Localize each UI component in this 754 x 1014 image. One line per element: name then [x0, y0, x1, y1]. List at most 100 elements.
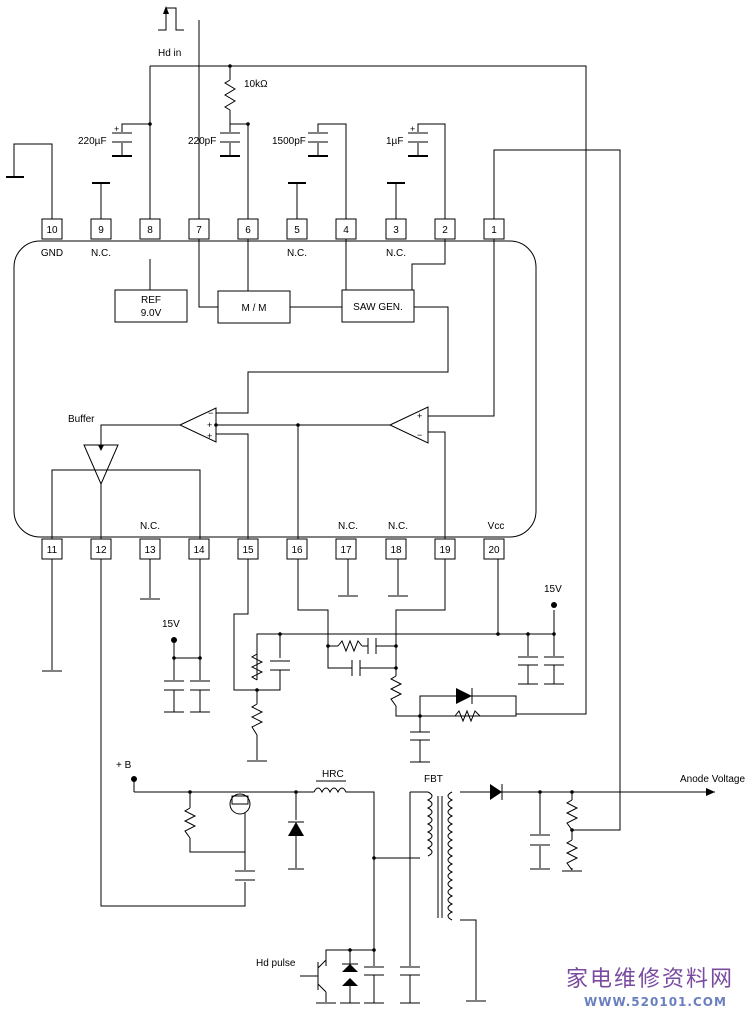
top-external-wiring [13, 20, 621, 831]
tuning-capacitors [316, 966, 486, 1004]
plus-sign-icon: + [207, 420, 212, 430]
pin-number: 14 [193, 545, 205, 556]
pin-number: 13 [144, 545, 156, 556]
pin-label: N.C. [386, 248, 406, 259]
watermark-title: 家电维修资料网 [566, 967, 734, 992]
watermark-url: WWW.520101.COM [584, 995, 727, 1009]
pin-number: 17 [340, 545, 352, 556]
pin-number: 15 [242, 545, 254, 556]
pin-number: 3 [393, 225, 399, 236]
top-capacitors [112, 132, 428, 143]
pin-number: 10 [46, 225, 58, 236]
pin-label: N.C. [140, 521, 160, 532]
pin-number: 1 [491, 225, 497, 236]
plus-sign-icon: + [410, 124, 415, 134]
fbt-label: FBT [424, 774, 443, 785]
bottom-capacitors [164, 638, 564, 741]
minus-sign-icon: − [417, 430, 422, 440]
pin-number: 18 [390, 545, 402, 556]
pin-17 [335, 538, 357, 560]
tuning-leads [349, 975, 411, 1003]
pin-label: GND [41, 248, 63, 259]
relay-icon [229, 793, 251, 815]
resistor-10k [224, 79, 236, 111]
divider-resistor [565, 799, 579, 831]
saw-gen-block: SAW GEN. [341, 289, 415, 323]
supply-terminal [551, 602, 557, 608]
bottom-external-wiring [51, 559, 555, 907]
bottom-ground-leads [173, 665, 555, 762]
buffer-label: Buffer [68, 414, 95, 425]
cap-label-1500p: 1500pF [272, 136, 306, 147]
junction-dot [246, 122, 250, 126]
supply-label: 15V [162, 619, 180, 630]
resistor [183, 807, 197, 839]
bottom-resistors [250, 639, 481, 736]
plus-sign-icon: + [417, 411, 422, 421]
hd-in-label: Hd in [158, 48, 181, 59]
pin-number: 7 [196, 225, 202, 236]
saw-gen-label: SAW GEN. [353, 302, 403, 313]
ground-symbols [6, 155, 428, 184]
hrc-label: HRC [322, 769, 344, 780]
hv-capacitor [530, 834, 550, 870]
arrow-icon [163, 6, 169, 14]
fbt-secondary [447, 791, 454, 921]
ref-block: REF 9.0V [114, 289, 188, 323]
pin-number: 4 [343, 225, 349, 236]
pin-label: N.C. [91, 248, 111, 259]
ic-body [13, 240, 537, 538]
divider-resistor [565, 839, 579, 871]
amplifier-right [388, 406, 429, 444]
pin-number: 19 [439, 545, 451, 556]
hd-pulse-label: Hd pulse [256, 958, 296, 969]
diode-icon [342, 964, 358, 972]
cap-label-1u: 1µF [386, 136, 403, 147]
resistor-label: 10kΩ [244, 79, 268, 90]
pin-number: 5 [294, 225, 300, 236]
diode-icon [342, 978, 358, 986]
bottom-pins: 11 12 13 14 15 16 17 18 19 20 N.C. N.C. … [41, 521, 505, 560]
arrow-icon [706, 788, 715, 796]
plus-sign-icon: + [114, 124, 119, 134]
pin-14 [188, 538, 210, 560]
supply-label: 15V [544, 584, 562, 595]
pin-label: N.C. [287, 248, 307, 259]
junction-dot [296, 423, 300, 427]
pin-16 [286, 538, 308, 560]
internal-wiring [51, 239, 495, 539]
bottom-junctions [172, 632, 556, 718]
pin-18 [385, 538, 407, 560]
cap-label-220u: 220µF [78, 136, 107, 147]
junction-dot [214, 423, 218, 427]
pin-number: 8 [147, 225, 153, 236]
diode-icon [490, 784, 502, 800]
pin-number: 20 [488, 545, 500, 556]
mm-block: M / M [217, 290, 291, 324]
relay-contact [231, 795, 249, 805]
hrc-inductor [313, 787, 350, 794]
mm-label: M / M [242, 303, 267, 314]
pin-label: N.C. [388, 521, 408, 532]
pin-number: 6 [245, 225, 251, 236]
pin-label: N.C. [338, 521, 358, 532]
pin-20 [483, 538, 505, 560]
pin-number: 11 [47, 545, 58, 556]
minus-sign-icon: − [208, 408, 213, 418]
plus-sign-icon: + [207, 431, 212, 441]
cap-label-220p: 220pF [188, 136, 216, 147]
pin-number: 16 [291, 545, 303, 556]
supply-terminal [171, 637, 177, 643]
ref-label: REF [141, 295, 161, 306]
plus-b-label: + B [116, 760, 132, 771]
pin-number: 12 [95, 545, 107, 556]
pulse-waveform-icon [158, 7, 184, 31]
fbt-primary [426, 791, 433, 857]
bottom-ground-symbols [42, 595, 564, 763]
top-pins: 10 9 8 7 6 5 4 3 2 1 GND N.C. N.C. N.C. [41, 218, 505, 259]
pin-number: 2 [442, 225, 448, 236]
ref-voltage: 9.0V [141, 308, 162, 319]
junction-dot [228, 64, 232, 68]
diode-icon [288, 822, 304, 836]
